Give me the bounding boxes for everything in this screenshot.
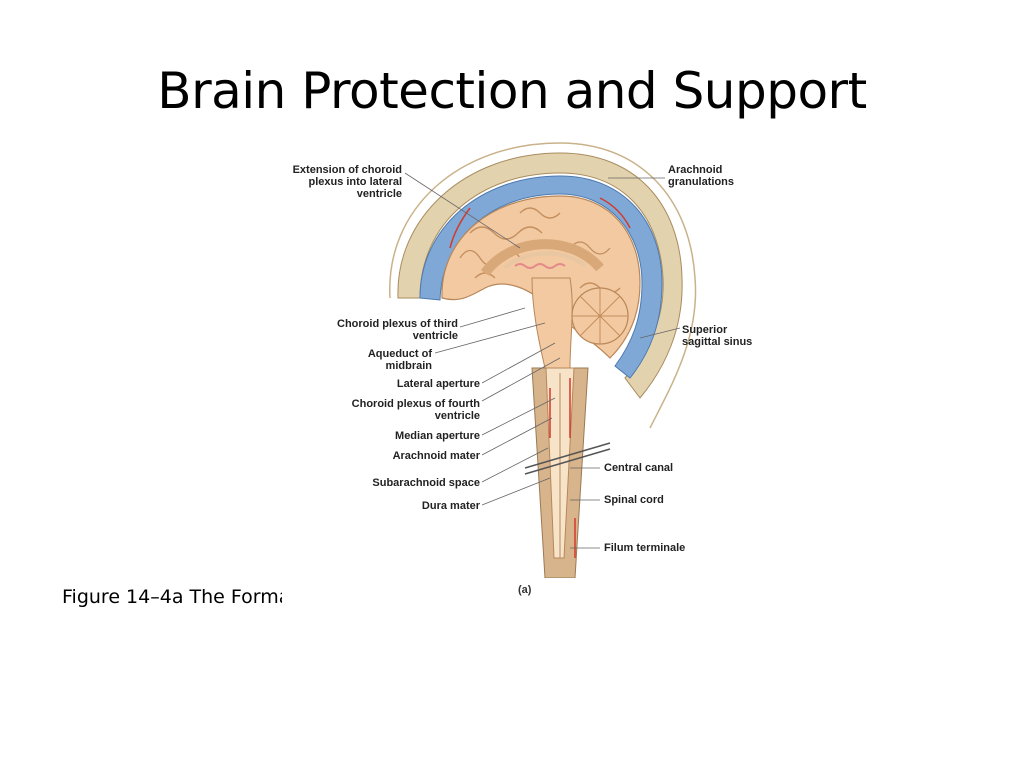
label-median-aperture: Median aperture (395, 430, 480, 442)
cerebellum-folia (572, 288, 628, 344)
cut-mark (524, 442, 611, 469)
csf-diagram: Extension of choroid plexus into lateral… (270, 138, 770, 578)
label-arachnoid-mater: Arachnoid mater (392, 450, 480, 462)
skull (397, 152, 683, 399)
label-subarachnoid-space: Subarachnoid space (372, 477, 480, 489)
label-filum-terminale: Filum terminale (604, 542, 686, 554)
label-aqueduct: Aqueduct of midbrain (367, 348, 432, 372)
label-choroid-third: Choroid plexus of third ventricle (337, 318, 458, 342)
label-extension-choroid: Extension of choroid plexus into lateral… (292, 164, 402, 200)
brain-spinal-illustration (389, 142, 697, 578)
choroid-plexus (514, 263, 566, 269)
flow-arrows (449, 197, 631, 558)
leader-lines (404, 172, 681, 549)
label-choroid-fourth: Choroid plexus of fourth ventricle (351, 398, 480, 422)
cut-mark (524, 448, 611, 475)
label-lateral-aperture: Lateral aperture (396, 378, 480, 390)
superior-sagittal-sinus (419, 175, 663, 379)
lateral-ventricle (503, 251, 587, 270)
slide-title: Brain Protection and Support (157, 62, 867, 120)
label-superior-sagittal-sinus: Superior sagittal sinus (682, 324, 753, 348)
label-central-canal: Central canal (604, 462, 674, 474)
corpus-callosum (480, 239, 604, 277)
panel-letter: (a) (518, 584, 532, 596)
label-arachnoid-granulations: Arachnoid granulations (668, 164, 735, 188)
caption-overlap-mask (282, 586, 752, 608)
label-dura-mater: Dura mater (421, 500, 480, 512)
label-spinal-cord: Spinal cord (604, 494, 664, 506)
brainstem (531, 277, 573, 369)
scalp-outline (389, 142, 697, 429)
